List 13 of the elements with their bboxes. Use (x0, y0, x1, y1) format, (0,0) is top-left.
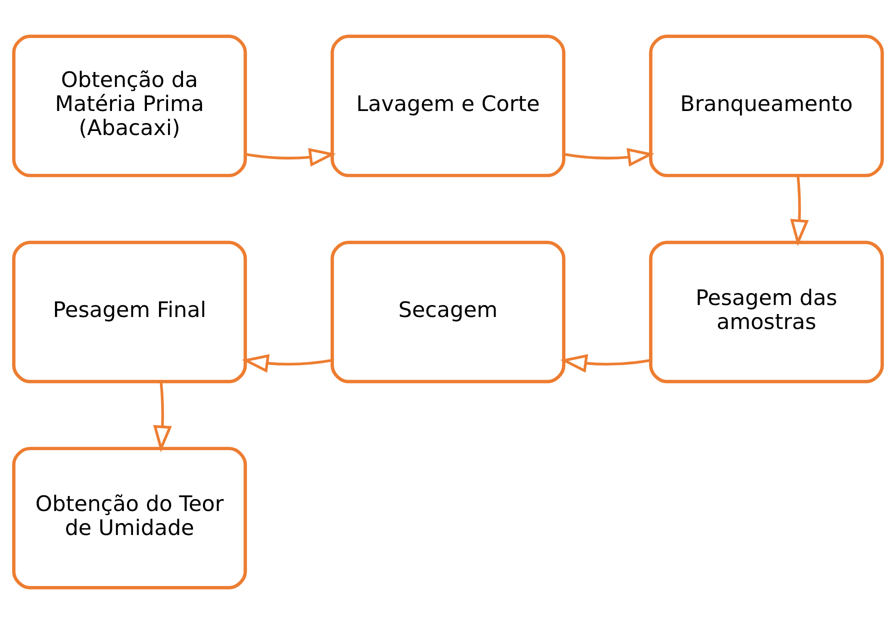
node-box: Obtenção da Matéria Prima (Abacaxi) (12, 34, 247, 178)
arrow (153, 382, 172, 452)
arrow (242, 354, 332, 373)
arrow (560, 354, 651, 373)
node-box: Secagem (330, 240, 566, 384)
arrow (790, 175, 809, 246)
node-box: Pesagem Final (12, 240, 247, 384)
node-box: Obtenção do Teor de Umidade (12, 446, 247, 590)
arrow (564, 148, 654, 167)
arrow (246, 148, 336, 167)
node-box: Pesagem das amostras (649, 240, 884, 384)
node-box: Branqueamento (649, 34, 884, 178)
node-box: Lavagem e Corte (330, 34, 566, 178)
